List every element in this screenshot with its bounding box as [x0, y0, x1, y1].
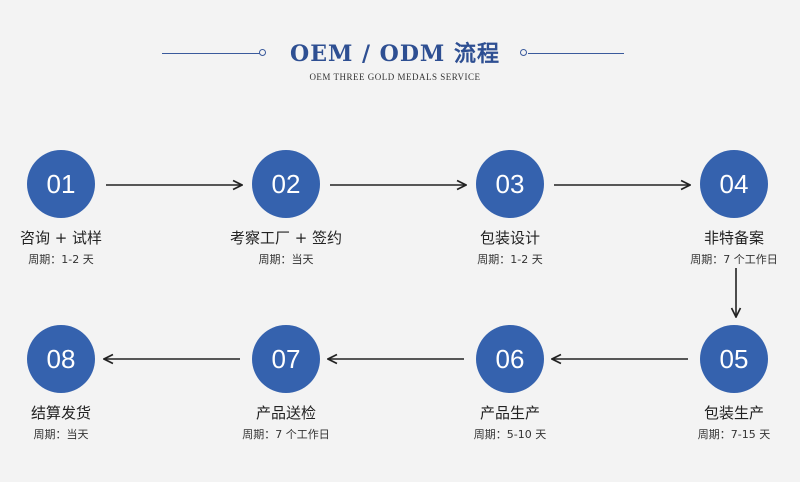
step-name: 产品生产 [479, 404, 540, 422]
step-01: 01 咨询 + 试样 周期：1-2 天 [0, 150, 136, 267]
step-name: 考察工厂 + 签约 [229, 229, 343, 247]
step-period: 周期：当天 [258, 253, 314, 266]
step-05: 05 包装生产 周期：7-15 天 [659, 325, 800, 442]
step-period: 周期：5-10 天 [473, 428, 547, 441]
step-number-circle: 07 [252, 325, 320, 393]
page-subtitle: OEM THREE GOLD MEDALS SERVICE [309, 72, 481, 82]
step-02: 02 考察工厂 + 签约 周期：当天 [211, 150, 361, 267]
step-period: 周期：7 个工作日 [690, 253, 778, 266]
step-name: 结算发货 [30, 404, 91, 422]
step-number-circle: 02 [252, 150, 320, 218]
step-06: 06 产品生产 周期：5-10 天 [435, 325, 585, 442]
step-period: 周期：1-2 天 [28, 253, 94, 266]
header-dot-left [259, 49, 266, 56]
step-08: 08 结算发货 周期：当天 [0, 325, 136, 442]
page-title: OEM / ODM 流程 [290, 41, 500, 67]
step-period: 周期：当天 [33, 428, 89, 441]
step-04: 04 非特备案 周期：7 个工作日 [659, 150, 800, 267]
step-number-circle: 06 [476, 325, 544, 393]
step-number-circle: 08 [27, 325, 95, 393]
step-name: 产品送检 [255, 404, 316, 422]
step-name: 非特备案 [703, 229, 764, 247]
step-number-circle: 05 [700, 325, 768, 393]
header-line-left [162, 53, 261, 54]
step-07: 07 产品送检 周期：7 个工作日 [211, 325, 361, 442]
step-period: 周期：7 个工作日 [242, 428, 330, 441]
header-dot-right [520, 49, 527, 56]
step-number-circle: 01 [27, 150, 95, 218]
step-name: 包装生产 [703, 404, 764, 422]
step-03: 03 包装设计 周期：1-2 天 [435, 150, 585, 267]
step-period: 周期：7-15 天 [697, 428, 771, 441]
step-name: 包装设计 [479, 229, 540, 247]
step-number-circle: 04 [700, 150, 768, 218]
step-number-circle: 03 [476, 150, 544, 218]
step-period: 周期：1-2 天 [477, 253, 543, 266]
header-line-right [528, 53, 624, 54]
step-name: 咨询 + 试样 [19, 229, 103, 247]
